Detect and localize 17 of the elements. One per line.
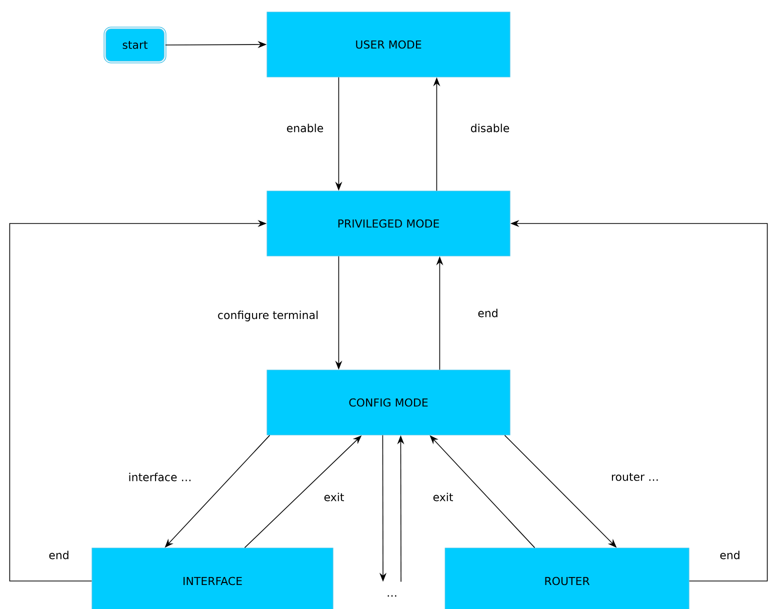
- state-box: ROUTER: [444, 548, 690, 609]
- state-box: USER MODE: [266, 12, 510, 78]
- edge-label: end: [48, 550, 70, 560]
- state-box: INTERFACE: [92, 548, 334, 609]
- start-button: start: [104, 26, 166, 64]
- edge-label: exit: [432, 492, 454, 502]
- edge-label: exit: [322, 492, 346, 502]
- edge-label: enable: [285, 122, 325, 134]
- state-box: PRIVILEGED MODE: [266, 190, 510, 256]
- edge-label: router …: [610, 472, 660, 482]
- edge-label: end: [476, 308, 500, 318]
- edge-label: disable: [469, 122, 511, 134]
- edge-label: end: [718, 550, 742, 560]
- edge-label: interface …: [127, 472, 193, 482]
- ellipsis-text: …: [388, 595, 396, 597]
- edge-label: configure terminal: [216, 310, 320, 322]
- state-box: CONFIG MODE: [266, 370, 510, 436]
